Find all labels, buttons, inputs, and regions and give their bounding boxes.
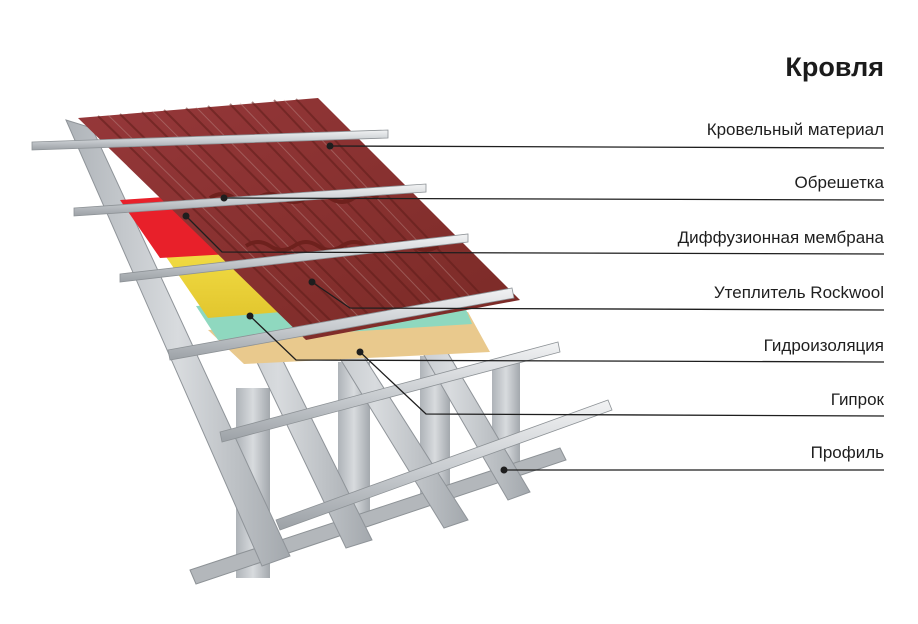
leader-line-insulation bbox=[311, 281, 885, 311]
leader-dot bbox=[220, 194, 228, 202]
diagram-title: Кровля bbox=[785, 52, 884, 82]
batten bbox=[275, 399, 613, 531]
leader-lines bbox=[185, 145, 885, 471]
label-drywall: Гипрок bbox=[830, 390, 884, 409]
leader-line-drywall bbox=[359, 351, 885, 417]
leader-dot bbox=[182, 212, 190, 220]
batten bbox=[73, 183, 427, 217]
label-batten: Обрешетка bbox=[794, 173, 884, 192]
leader-dots bbox=[182, 142, 508, 474]
roofing-sheet bbox=[78, 98, 520, 340]
leader-line-waterproofing bbox=[249, 315, 885, 363]
leader-dot bbox=[246, 312, 254, 320]
label-insulation: Утеплитель Rockwool bbox=[713, 283, 884, 302]
label-diffusion-membrane: Диффузионная мембрана bbox=[677, 228, 884, 247]
leader-dot bbox=[500, 466, 508, 474]
battens bbox=[31, 129, 613, 531]
batten bbox=[31, 129, 389, 151]
leader-dot bbox=[326, 142, 334, 150]
rafter bbox=[65, 119, 291, 567]
batten bbox=[219, 341, 561, 443]
label-waterproofing: Гидроизоляция bbox=[763, 336, 884, 355]
label-profile: Профиль bbox=[810, 443, 884, 462]
leader-line-membrane bbox=[185, 215, 885, 255]
leader-line-batten bbox=[223, 197, 885, 201]
leader-line-roofing bbox=[329, 145, 885, 149]
batten bbox=[119, 233, 469, 283]
label-roofing-material: Кровельный материал bbox=[706, 120, 884, 139]
leader-dot bbox=[308, 278, 316, 286]
leader-dot bbox=[356, 348, 364, 356]
